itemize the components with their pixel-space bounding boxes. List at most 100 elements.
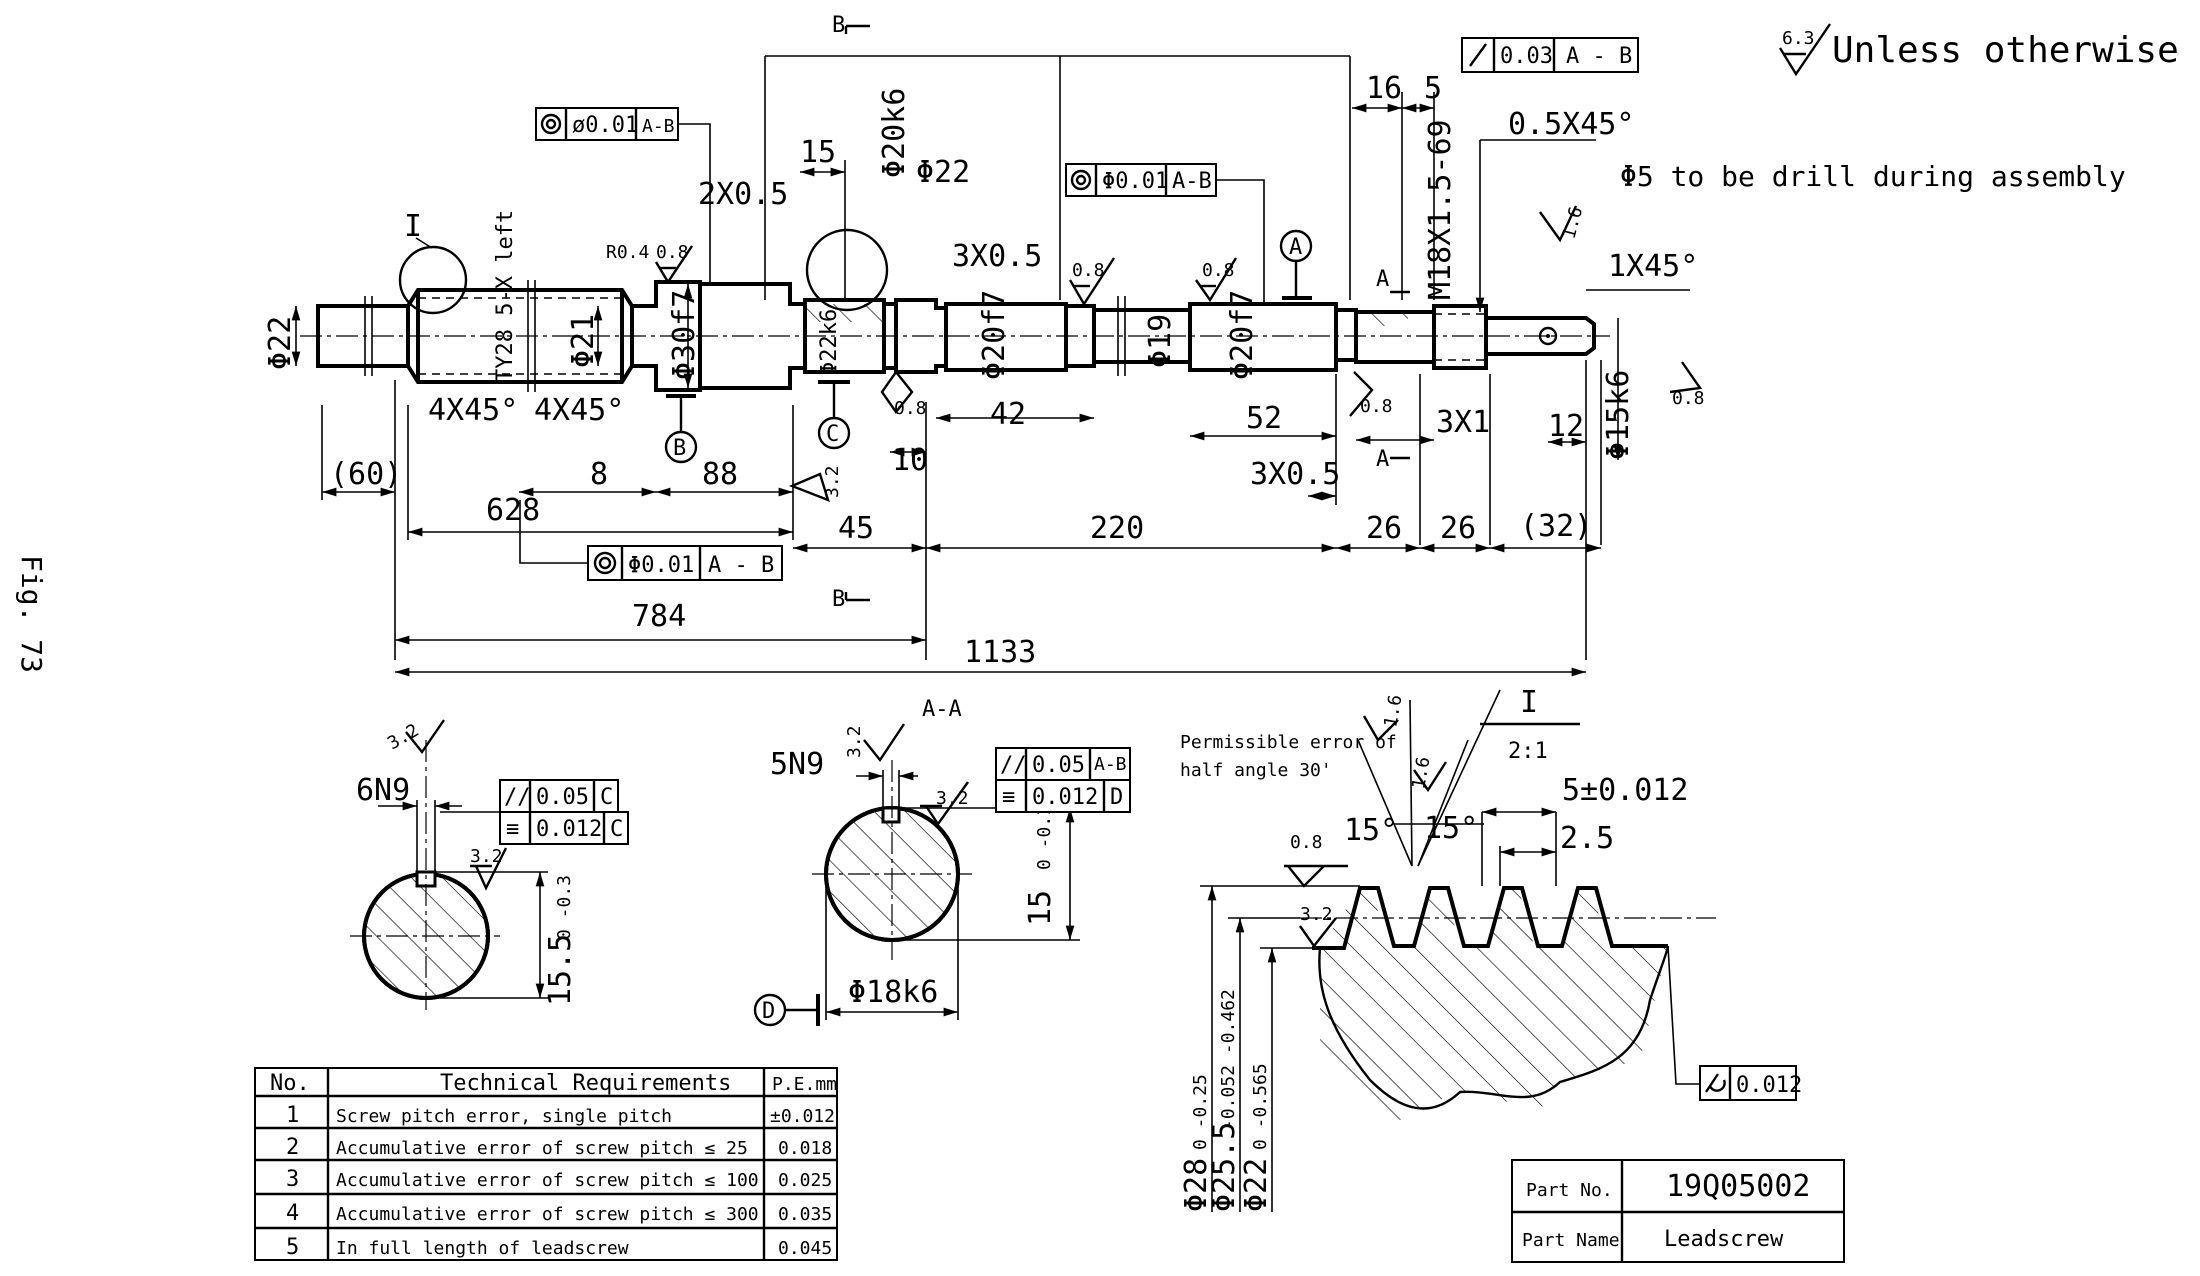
svg-text:3.2: 3.2 (470, 846, 503, 867)
svg-text:A-B: A-B (1172, 169, 1212, 194)
svg-text:3.2: 3.2 (844, 725, 865, 758)
dim-42: 42 (990, 397, 1026, 432)
section-a-title: A-A (922, 697, 962, 722)
svg-text:0.8: 0.8 (894, 398, 927, 419)
svg-text://: // (1000, 753, 1027, 778)
dim-26b: 26 (1440, 511, 1476, 546)
dim-m18: M18X1.5-69 (1423, 119, 1458, 300)
dim-60: (60) (330, 457, 402, 492)
detail-ref-i: I (404, 209, 422, 244)
dim-784: 784 (632, 599, 686, 634)
svg-text:1.6: 1.6 (1380, 693, 1406, 729)
svg-text:0.8: 0.8 (1672, 388, 1705, 409)
table-header-pe: P.E.mm (772, 1074, 837, 1095)
section-a-diameter: Φ18k6 (848, 975, 938, 1010)
concentricity-icon (593, 551, 617, 575)
roughness-symbols: 0.8 0.8 0.8 0.8 0.8 0.8 3.2 1.6 (654, 204, 1705, 503)
roughness-symbol: 0.8 (1068, 257, 1116, 307)
dim-1133: 1133 (964, 635, 1036, 670)
half-angle-note-1: Permissible error of (1180, 732, 1397, 753)
dim-15: 15 (800, 135, 836, 170)
svg-text:0.05: 0.05 (1032, 753, 1085, 778)
svg-text:0.05: 0.05 (536, 785, 589, 810)
svg-text:B: B (832, 13, 845, 38)
main-view: Φ22 Φ21 Φ30f7 Φ22k6 Φ20k6 Φ22 Φ20f7 Φ19 … (263, 13, 2126, 677)
svg-text:0.8: 0.8 (1072, 260, 1105, 281)
table-row-4-text: Accumulative error of screw pitch ≤ 300 (336, 1204, 759, 1225)
svg-text:A: A (1376, 267, 1389, 292)
concentricity-icon (1070, 169, 1092, 191)
svg-text:C: C (600, 785, 613, 810)
svg-text:A - B: A - B (1566, 44, 1632, 69)
thread-rd: Φ22 (1239, 1158, 1274, 1212)
roughness-symbol: 3.2 (920, 781, 969, 827)
dim-5: 5 (1424, 71, 1442, 106)
keyway-depth-b: 15.5 (543, 934, 578, 1006)
svg-text:Φ0.01: Φ0.01 (1102, 169, 1168, 194)
svg-text:3.2: 3.2 (822, 465, 843, 498)
keyway-depth-tol-a: 0 -0.1 (1034, 805, 1055, 870)
dim-32: (32) (1520, 509, 1592, 544)
runout-icon (1469, 43, 1487, 67)
dim-52: 52 (1246, 401, 1282, 436)
svg-text:Φ0.01: Φ0.01 (628, 553, 694, 578)
keyway-depth-tol-b: 0 -0.3 (554, 875, 575, 940)
roughness-symbol: 3.2 (470, 846, 508, 891)
dim-phi22-top: Φ22 (916, 155, 970, 190)
roughness-symbol: 3.2 (384, 719, 445, 754)
title-block: Part No. 19Q05002 Part Name Leadscrew (1511, 1159, 1845, 1263)
roughness-symbol: 0.8 (880, 369, 927, 419)
general-note-text: Unless otherwise specified (1832, 30, 2200, 71)
svg-text:A-B: A-B (642, 116, 675, 137)
dim-45: 45 (838, 511, 874, 546)
table-row-1-no: 1 (286, 1103, 299, 1128)
dim-groove-3x05-bot: 3X0.5 (1250, 457, 1340, 492)
table-row-5-text: In full length of leadscrew (336, 1238, 629, 1259)
thread-rd-tol: 0 -0.565 (1250, 1063, 1271, 1150)
dim-88: 88 (702, 457, 738, 492)
svg-text:D: D (1110, 785, 1123, 810)
general-roughness-note: 6.3 Unless otherwise specified (1778, 23, 2200, 77)
dim-groove-3x05-top: 3X0.5 (952, 239, 1042, 274)
roughness-symbol: 3.2 (1299, 904, 1337, 949)
roughness-symbol: 1.6 (1408, 755, 1448, 793)
half-angle-note-2: half angle 30' (1180, 760, 1332, 781)
table-row-2-no: 2 (286, 1135, 299, 1160)
svg-text:0.03: 0.03 (1500, 44, 1553, 69)
detail-i-view: I 2:1 Permissible error of half angle 30… (1179, 685, 1802, 1212)
datum-a: A (1279, 229, 1313, 300)
table-row-5-val: 0.045 (778, 1238, 832, 1259)
section-b-view: 6N9 15.5 0 -0.3 3.2 3.2 // 0.05 C ≡ 0.01… (350, 719, 629, 1010)
keyway-width-b: 6N9 (356, 773, 410, 808)
svg-text:0.8: 0.8 (1290, 832, 1323, 853)
dimension-labels: Φ22 Φ21 Φ30f7 Φ22k6 Φ20k6 Φ22 Φ20f7 Φ19 … (263, 71, 1698, 670)
dim-chamfer-b: 4X45° (534, 393, 624, 428)
thread-pd-tol: -0.052 -0.462 (1218, 989, 1239, 1130)
fcf-profile: 0.012 (1667, 945, 1802, 1101)
table-row-2-val: 0.018 (778, 1138, 832, 1159)
dim-phi19: Φ19 (1143, 314, 1178, 368)
svg-text:A-B: A-B (1094, 754, 1127, 775)
flank-angle-right: 15° (1424, 811, 1478, 846)
dim-phi20f7-b: Φ20f7 (1225, 290, 1260, 380)
keyway-width-a: 5N9 (770, 747, 824, 782)
dim-10: 10 (892, 443, 928, 478)
svg-text:B: B (832, 587, 845, 612)
svg-text:0.012: 0.012 (1032, 785, 1098, 810)
roughness-symbol: 0.8 (1669, 361, 1705, 409)
dim-phi20k6: Φ20k6 (877, 88, 912, 178)
concentricity-icon (540, 113, 562, 135)
dim-26a: 26 (1366, 511, 1402, 546)
dim-phi22-left: Φ22 (263, 316, 298, 370)
fcf-coax-1: ø0.01 A-B (535, 107, 711, 284)
thread-spec: TY28 5-X left (493, 210, 518, 382)
svg-text:A: A (1376, 447, 1389, 472)
svg-text:0.8: 0.8 (656, 242, 689, 263)
svg-text:≡: ≡ (1002, 785, 1015, 810)
part-name-label: Part Name (1522, 1230, 1620, 1251)
section-markers: B B A A (832, 13, 1410, 612)
roughness-symbol: 0.8 (1284, 832, 1348, 888)
part-name-value: Leadscrew (1664, 1227, 1784, 1252)
dim-phi30f7: Φ30f7 (667, 290, 702, 380)
dim-8: 8 (590, 457, 608, 492)
